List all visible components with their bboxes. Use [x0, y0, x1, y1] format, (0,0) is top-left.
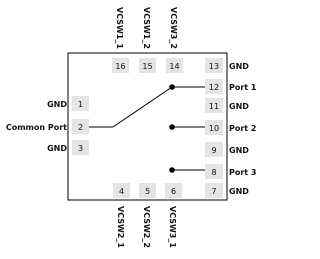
switch-schematic — [89, 84, 205, 173]
pin-number-4: 4 — [119, 187, 124, 196]
pad-6 — [165, 183, 182, 198]
pin-label-11: GND — [229, 102, 249, 111]
pad-14 — [166, 58, 183, 73]
pin-label-13: GND — [229, 62, 249, 71]
pin-number-1: 1 — [78, 100, 83, 109]
pad-15 — [139, 58, 156, 73]
pad-2 — [72, 119, 89, 134]
pin-number-7: 7 — [211, 187, 216, 196]
pin-number-2: 2 — [78, 123, 83, 132]
pad-9 — [205, 142, 223, 157]
pin-label-12: Port 1 — [229, 83, 257, 92]
pin-number-5: 5 — [145, 187, 150, 196]
pin-number-13: 13 — [209, 62, 219, 71]
pin-number-group: 1 2 3 4 5 6 7 8 9 10 11 12 13 14 15 16 — [78, 62, 219, 196]
pin-label-8: Port 3 — [229, 168, 256, 177]
switch-arm — [112, 86, 173, 128]
pad-5 — [139, 183, 156, 198]
pin-label-16: VCSW1_1 — [115, 7, 124, 49]
pin-label-3: GND — [47, 144, 67, 153]
pad-group — [72, 58, 223, 198]
pad-13 — [205, 58, 223, 73]
pad-11 — [205, 98, 223, 113]
pin-label-7: GND — [229, 187, 249, 196]
pin-number-15: 15 — [142, 62, 152, 71]
pad-10 — [205, 120, 223, 135]
pad-4 — [113, 183, 130, 198]
pad-1 — [72, 96, 89, 111]
switch-pinout-diagram: 1 2 3 4 5 6 7 8 9 10 11 12 13 14 15 16 G… — [6, 7, 257, 248]
pin-number-12: 12 — [209, 83, 219, 92]
pin-label-10: Port 2 — [229, 124, 256, 133]
pin-label-9: GND — [229, 146, 249, 155]
pin-number-8: 8 — [211, 168, 216, 177]
pad-16 — [112, 58, 129, 73]
pin-label-14: VCSW3_2 — [169, 7, 178, 49]
pin-number-6: 6 — [171, 187, 176, 196]
pin-number-11: 11 — [209, 102, 219, 111]
pin-label-6: VCSW3_1 — [168, 206, 177, 248]
pin-number-9: 9 — [211, 146, 216, 155]
pin-label-4: VCSW2_1 — [116, 206, 125, 248]
pin-label-1: GND — [47, 100, 67, 109]
pad-7 — [205, 183, 223, 198]
pad-12 — [205, 79, 223, 94]
pin-label-2: Common Port — [6, 123, 67, 132]
pin-label-15: VCSW1_2 — [142, 7, 151, 49]
pad-8 — [205, 164, 223, 179]
pin-number-3: 3 — [78, 144, 83, 153]
pin-number-16: 16 — [115, 62, 125, 71]
pad-3 — [72, 140, 89, 155]
pin-number-14: 14 — [169, 62, 179, 71]
pin-number-10: 10 — [209, 124, 219, 133]
pin-label-5: VCSW2_2 — [142, 206, 151, 248]
